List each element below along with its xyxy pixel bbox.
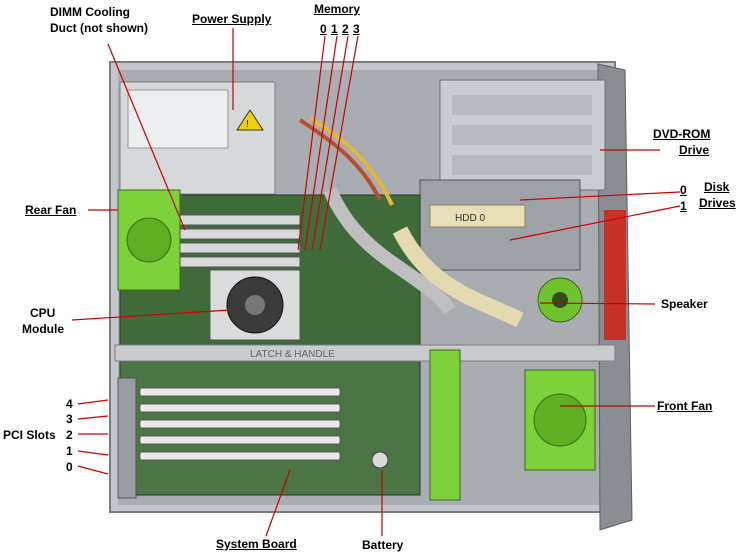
front-fan-label: Front Fan [657,399,713,413]
disk-drive-1: 1 [680,199,687,213]
pci-slot-1: 1 [66,444,73,458]
memory-slot-0: 0 [320,22,327,36]
pci-slot-4: 4 [66,397,73,411]
front-fan [524,369,596,471]
disk-drive-cage: HDD 0 [419,179,581,271]
svg-text:HDD 0: HDD 0 [455,213,485,224]
card-retainer [429,349,461,501]
rear-fan-label: Rear Fan [25,203,77,217]
drive-bay [439,79,606,191]
power-supply: ! [119,81,276,195]
dimm-cooling-duct-label-1: DIMM Cooling [50,5,130,19]
battery-label: Battery [362,538,404,552]
rear-fan [117,189,181,291]
disk-drives-label-1: Disk [704,180,730,194]
svg-text:LATCH & HANDLE: LATCH & HANDLE [250,349,335,360]
latch-handle-bar: LATCH & HANDLE [114,344,616,362]
speaker [537,277,583,323]
disk-drives-label-2: Drives [699,196,736,210]
pci-slots-area [117,377,341,499]
cpu-module-label-1: CPU [30,306,56,320]
leader-lines [71,28,681,537]
svg-text:!: ! [246,119,249,130]
battery-cell [371,451,389,469]
dimm-cooling-duct-label-2: Duct (not shown) [50,21,148,35]
pci-slot-2: 2 [66,428,73,442]
memory-slot-1: 1 [331,22,338,36]
cpu-module-label-2: Module [22,322,64,336]
cables [298,116,524,328]
disk-drive-0: 0 [680,183,687,197]
memory-slot-3: 3 [353,22,360,36]
power-supply-label: Power Supply [192,12,272,26]
pci-slot-0: 0 [66,460,73,474]
system-board-label: System Board [216,537,297,551]
pci-slots-label: PCI Slots [3,428,56,442]
dvd-rom-label-2: Drive [679,143,710,157]
front-panel-red-stripe [604,210,626,340]
dvd-rom-label-1: DVD-ROM [653,127,711,141]
memory-label: Memory [314,2,361,16]
speaker-label: Speaker [661,297,708,311]
cpu-module [209,269,301,341]
memory-slot-2: 2 [342,22,349,36]
pci-slot-3: 3 [66,412,73,426]
